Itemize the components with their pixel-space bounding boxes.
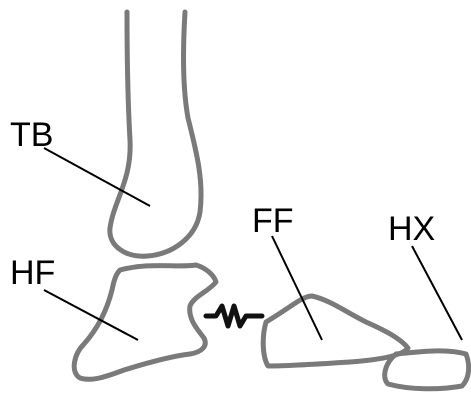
ff-leader-line: [272, 236, 322, 340]
ff-label: FF: [252, 202, 294, 240]
forefoot-outline: [263, 296, 408, 366]
hindfoot-outline: [74, 265, 216, 379]
hx-label: HX: [388, 210, 435, 248]
tb-leader-line: [44, 148, 150, 206]
tb-label: TB: [10, 116, 53, 154]
tibia-outline: [110, 12, 201, 256]
hf-label: HF: [10, 254, 55, 292]
joint-spring: [206, 306, 262, 326]
hx-leader-line: [412, 246, 462, 340]
